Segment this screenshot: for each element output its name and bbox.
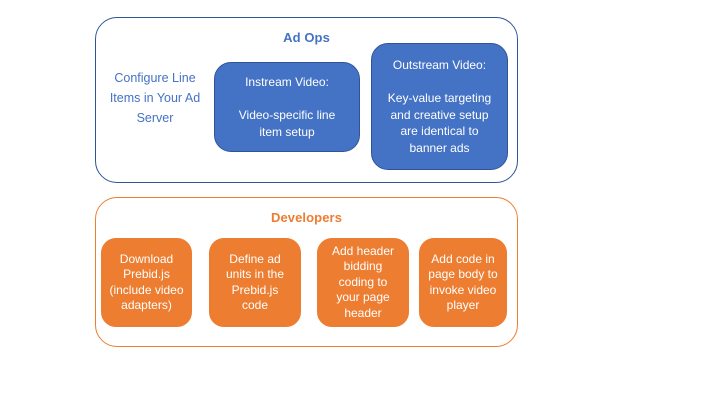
step-add-header-bidding-box: Add header bidding coding to your page h… (317, 238, 409, 327)
step-download-prebid-text: Download Prebid.js (include video adapte… (109, 251, 184, 313)
instream-video-box: Instream Video: Video-specific line item… (214, 62, 360, 152)
step-define-ad-units-text: Define ad units in the Prebid.js code (225, 251, 285, 313)
developers-title: Developers (270, 210, 343, 225)
step-add-page-body-code-text: Add code in page body to invoke video pl… (428, 251, 498, 313)
step-add-page-body-code-box: Add code in page body to invoke video pl… (419, 238, 507, 327)
developers-group: Developers Download Prebid.js (include v… (95, 197, 518, 347)
ad-ops-title: Ad Ops (283, 30, 330, 45)
outstream-video-box: Outstream Video: Key-value targeting and… (371, 43, 508, 170)
step-download-prebid-box: Download Prebid.js (include video adapte… (101, 238, 192, 327)
step-add-header-bidding-text: Add header bidding coding to your page h… (331, 243, 395, 320)
step-define-ad-units-box: Define ad units in the Prebid.js code (209, 238, 301, 327)
outstream-video-text: Outstream Video: Key-value targeting and… (387, 58, 492, 155)
configure-line-items-note: Configure Line Items in Your Ad Server (109, 71, 201, 125)
ad-ops-group: Ad Ops Configure Line Items in Your Ad S… (95, 17, 518, 183)
instream-video-text: Instream Video: Video-specific line item… (238, 75, 336, 139)
